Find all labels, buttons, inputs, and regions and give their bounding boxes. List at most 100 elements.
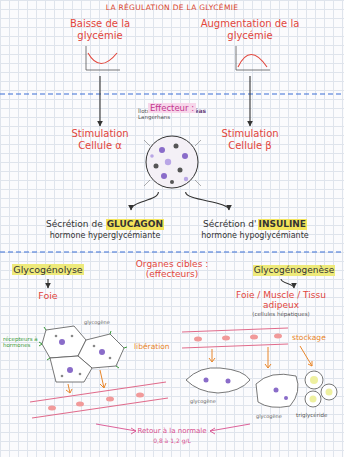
pancreas-drawing [144,140,150,146]
organ-box: Foie / Muscle / Tissu adipeux(cellules h… [222,290,340,318]
blood-vessel [274,334,282,339]
divider-line [0,93,344,94]
secretion-box: Sécrétion d'INSULINEhormone hypoglycémia… [190,212,320,241]
liver-cells [42,326,124,382]
annotation-text: libération [134,342,170,351]
node-text: Sécrétion d' [203,219,257,230]
release-arrow [66,384,72,393]
annotation: libération [134,342,170,351]
liver-cells [93,345,96,348]
node-text: Baisse de la glycémie [50,18,150,41]
muscle-fiber [186,368,250,393]
blood-vessel [30,382,166,402]
storage-arrow [209,346,312,368]
pancreas-drawing [170,180,174,184]
glucose-graph [86,46,120,70]
blood-vessel [136,393,144,398]
pancreas-drawing [195,140,201,146]
flow-arrow [249,76,250,126]
annotation-text: glycogène [256,413,282,419]
blood-vessel [32,398,168,418]
pancreas-organ: Îlots de LangerhansPancréas [138,108,206,190]
fat-cell [305,391,321,407]
node-text: Glycogénogenèse [253,265,335,276]
release-arrow [66,370,106,393]
liver-cells [99,349,105,355]
glucose-graph [238,55,267,68]
storage-arrow [300,346,312,366]
liver-cells [59,339,65,345]
liver-lobe [274,388,279,393]
blood-vessel [194,337,202,342]
pancreas-drawing [174,144,179,149]
annotation: glycogène [256,413,282,419]
annotation: récepteurs à hormones [3,336,39,348]
note-text: Retour à la normale [112,427,232,435]
liver-cells [50,356,92,382]
glucose-graph [86,46,270,70]
liver-cells [109,357,112,360]
node-text: hormone hypoglycémiante [190,231,320,241]
section-label: Effecteur : [132,96,212,115]
return-arrow [96,424,250,434]
process-box: Glycogénogenèse [248,258,340,277]
hormone-receptor [39,327,127,368]
process-box: Glycogénolyse [8,258,88,277]
annotation-text: glycogène [84,319,110,325]
node-text: hormone hyperglycémiante [40,231,170,241]
blood-vessel [48,406,56,411]
fat-cell [305,371,323,389]
liver-cells [67,367,73,373]
flow-arrow [281,279,294,288]
note-text: 0,8 à 1,2 g/L [112,437,232,444]
divider-line [0,94,344,252]
title-text: LA RÉGULATION DE LA GLYCÉMIE [40,3,304,12]
liver-cells [79,373,82,376]
glucose-graph [88,53,117,64]
hormone-receptor [39,327,50,360]
pancreas-drawing [184,177,188,181]
node-text: (cellules hépatiques) [222,311,340,318]
cell-box: Stimulation Cellule α [58,128,142,151]
liver-cells [71,335,74,338]
node-text: GLUCAGON [106,219,164,230]
blood-vessel [182,344,288,348]
pancreas-drawing [161,173,167,179]
pancreas-drawing [159,147,165,153]
note-text-text: 0,8 à 1,2 g/L [112,437,232,444]
return-arrow [210,424,250,434]
liver-cells [55,335,58,338]
pancreas-drawing [182,153,188,159]
fat-cell [305,371,337,407]
annotation: glycogène [190,398,216,404]
node-text: Foie / Muscle / Tissu adipeux [222,290,340,311]
flow-arrow [131,192,158,210]
return-arrow [96,424,136,434]
section-label-text: Effecteur : [148,103,196,113]
fat-cell [321,384,337,400]
blood-vessel [182,328,288,332]
pancreas-drawing [146,136,198,188]
muscle-fiber [186,368,250,393]
node-text: Stimulation Cellule α [58,128,142,151]
node-text: Glycogénolyse [12,264,83,275]
liver-cells [61,375,64,378]
liver-lobe [256,374,298,407]
section-label-text: Organes cibles : (effecteurs) [130,259,214,280]
node-text: Foie [23,290,73,301]
hormone-receptor [110,331,127,368]
annotation-text: glycogène [190,398,216,404]
flow-arrow [186,192,229,210]
blood-vessel [30,328,288,418]
node-text: Sécrétion de [46,219,103,230]
pancreas-drawing [165,159,171,165]
pancreas-drawing [178,168,183,173]
muscle-fiber [204,378,209,383]
fat-cell [326,389,333,396]
storage-arrow [209,349,215,362]
annotation-text: récepteurs à hormones [3,336,39,348]
organ-box: Foie [23,290,73,301]
pancreas-drawing [144,180,150,186]
blood-vessel [76,402,84,407]
